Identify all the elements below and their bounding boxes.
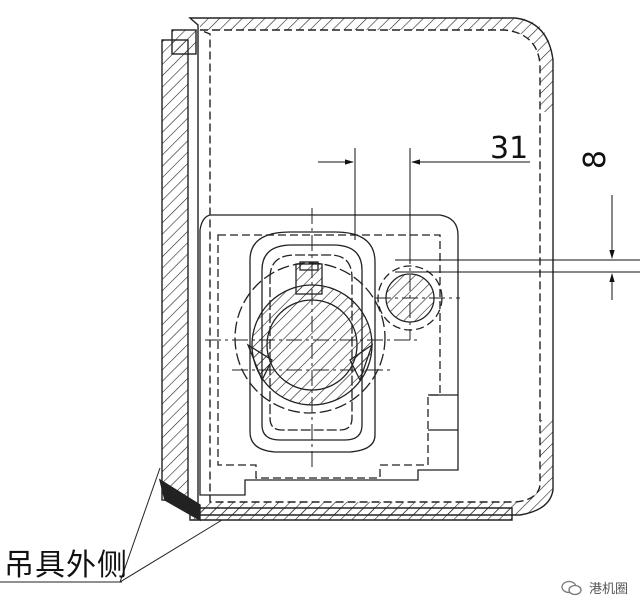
wechat-icon <box>561 580 582 595</box>
inner-housing <box>199 214 459 496</box>
outer-frame <box>158 17 554 522</box>
shaft-assembly <box>234 231 443 453</box>
dimension-31-label: 31 <box>490 131 528 166</box>
watermark: 港机圈 <box>561 578 628 597</box>
dimension-31 <box>318 148 530 262</box>
callout-label: 吊具外侧 <box>4 548 128 583</box>
dimension-8-label: 8 <box>578 150 613 169</box>
callout-leaders <box>0 467 223 583</box>
watermark-text: 港机圈 <box>588 582 628 597</box>
dimension-8 <box>395 195 640 300</box>
center-lines <box>205 208 460 470</box>
